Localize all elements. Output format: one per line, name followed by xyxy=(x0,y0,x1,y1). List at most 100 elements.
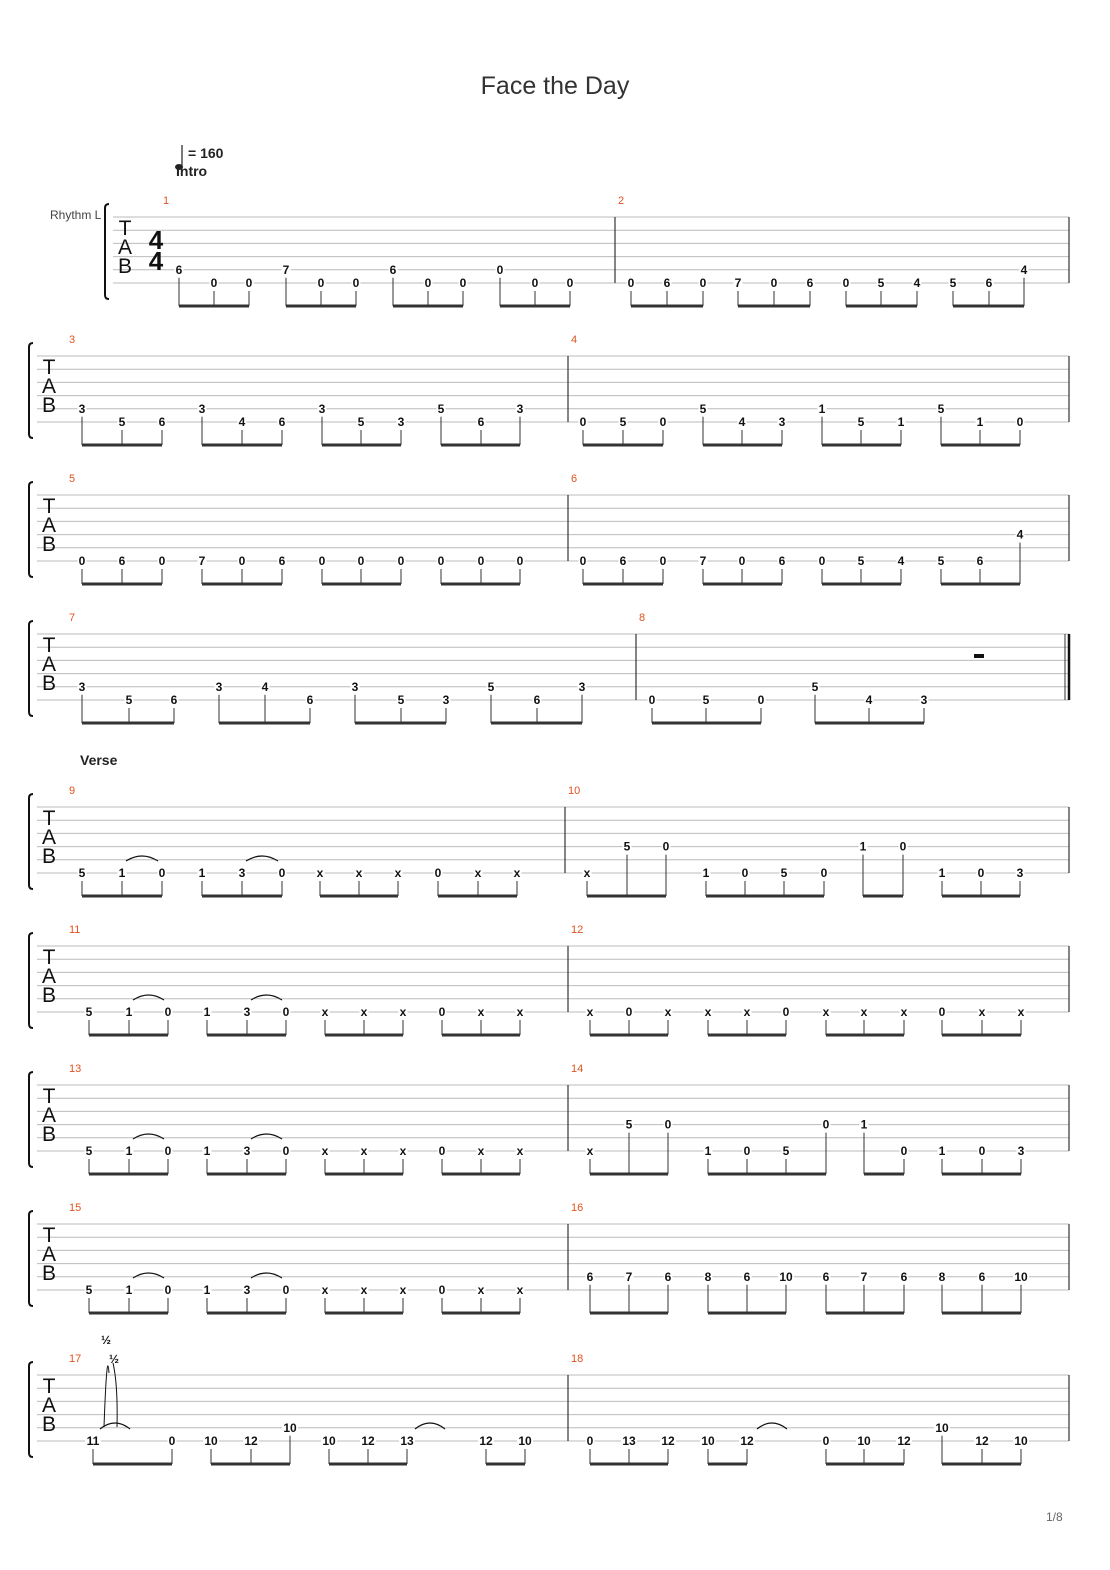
fret-number: 8 xyxy=(705,1270,712,1284)
fret-bg xyxy=(124,694,134,706)
bend-arrow xyxy=(103,1365,110,1428)
fret-number: 0 xyxy=(211,276,218,290)
fret-number: 0 xyxy=(823,1434,830,1448)
fret-bg xyxy=(85,1435,101,1447)
fret-bg xyxy=(441,694,451,706)
fret-bg xyxy=(1019,263,1029,276)
measure-number: 4 xyxy=(571,334,577,346)
fret-bg xyxy=(618,416,628,428)
fret-bg xyxy=(701,694,711,706)
fret-bg xyxy=(663,1118,673,1131)
fret-bg xyxy=(896,1435,912,1447)
system-bracket xyxy=(28,793,34,890)
fret-number: 1 xyxy=(204,1144,211,1158)
fret-bg xyxy=(698,555,708,567)
fret-bg xyxy=(1015,867,1025,879)
fret-bg xyxy=(777,555,787,567)
fret-number: 3 xyxy=(79,402,86,416)
fret-bg xyxy=(663,1270,673,1283)
fret-number: x xyxy=(400,1144,407,1158)
fret-number: 3 xyxy=(244,1144,251,1158)
measure-number: 17 xyxy=(69,1353,81,1365)
fret-number: 5 xyxy=(624,840,631,854)
fret-number: 1 xyxy=(977,415,984,429)
tempo-marking: = 160 xyxy=(188,145,224,161)
section-label-intro: Intro xyxy=(176,163,208,179)
measure-number: 8 xyxy=(639,612,645,624)
fret-bg xyxy=(476,1006,486,1018)
fret-number: x xyxy=(478,1005,485,1019)
fret-bg xyxy=(977,1270,987,1283)
fret-number: x xyxy=(400,1283,407,1297)
fret-bg xyxy=(305,694,315,706)
fret-bg xyxy=(157,416,167,428)
fret-bg xyxy=(316,277,326,289)
fret-number: 0 xyxy=(567,276,574,290)
time-signature-bottom: 4 xyxy=(149,246,164,276)
fret-bg xyxy=(169,694,179,706)
fret-bg xyxy=(821,1118,831,1131)
tab-clef-letter: B xyxy=(42,984,56,1007)
fret-bg xyxy=(733,277,743,289)
fret-bg xyxy=(739,1435,755,1447)
fret-bg xyxy=(277,867,287,879)
fret-number: x xyxy=(400,1005,407,1019)
fret-number: 3 xyxy=(921,693,928,707)
fret-bg xyxy=(495,263,505,276)
fret-bg xyxy=(458,277,468,289)
fret-number: 6 xyxy=(587,1270,594,1284)
fret-number: 5 xyxy=(812,680,819,694)
fret-bg xyxy=(350,680,360,693)
fret-bg xyxy=(984,277,994,289)
fret-bg xyxy=(976,867,986,879)
fret-bg xyxy=(202,1284,212,1296)
fret-bg xyxy=(936,402,946,415)
fret-bg xyxy=(396,694,406,706)
fret-number: x xyxy=(475,866,482,880)
fret-bg xyxy=(864,694,874,706)
fret-number: 4 xyxy=(898,554,905,568)
fret-bg xyxy=(742,1270,752,1283)
fret-bg xyxy=(936,555,946,567)
fret-number: 5 xyxy=(358,415,365,429)
tab-clef-letter: B xyxy=(42,1123,56,1146)
fret-bg xyxy=(658,555,668,567)
system-bracket xyxy=(28,1210,34,1307)
fret-bg xyxy=(321,1435,337,1447)
tab-clef-letter: T xyxy=(43,634,56,657)
measure-number: 15 xyxy=(69,1202,81,1214)
fret-bg xyxy=(899,1006,909,1018)
fret-bg xyxy=(740,867,750,879)
tab-clef-letter: B xyxy=(42,394,56,417)
fret-number: 6 xyxy=(823,1270,830,1284)
system-bracket xyxy=(104,203,110,300)
fret-number: 0 xyxy=(660,415,667,429)
fret-number: 5 xyxy=(703,693,710,707)
measure-number: 2 xyxy=(618,195,624,207)
fret-bg xyxy=(817,555,827,567)
fret-number: 3 xyxy=(398,415,405,429)
fret-number: 0 xyxy=(319,554,326,568)
fret-bg xyxy=(781,1006,791,1018)
fret-number: 6 xyxy=(478,415,485,429)
fret-number: 3 xyxy=(779,415,786,429)
fret-number: 0 xyxy=(649,693,656,707)
fret-bg xyxy=(354,867,364,879)
tab-clef-letter: B xyxy=(42,845,56,868)
fret-number: 5 xyxy=(700,402,707,416)
measure-number: 16 xyxy=(571,1202,583,1214)
fret-number: 0 xyxy=(819,554,826,568)
fret-number: 5 xyxy=(878,276,885,290)
fret-number: 6 xyxy=(744,1270,751,1284)
fret-number: 5 xyxy=(626,1118,633,1132)
fret-number: 3 xyxy=(244,1283,251,1297)
fret-number: 6 xyxy=(807,276,814,290)
fret-number: x xyxy=(861,1005,868,1019)
fret-number: 7 xyxy=(735,276,742,290)
fret-bg xyxy=(975,416,985,428)
fret-number: 5 xyxy=(86,1144,93,1158)
fret-number: 10 xyxy=(204,1434,218,1448)
system-bracket xyxy=(28,1071,34,1168)
fret-bg xyxy=(320,1145,330,1157)
system-bracket xyxy=(28,1361,34,1458)
